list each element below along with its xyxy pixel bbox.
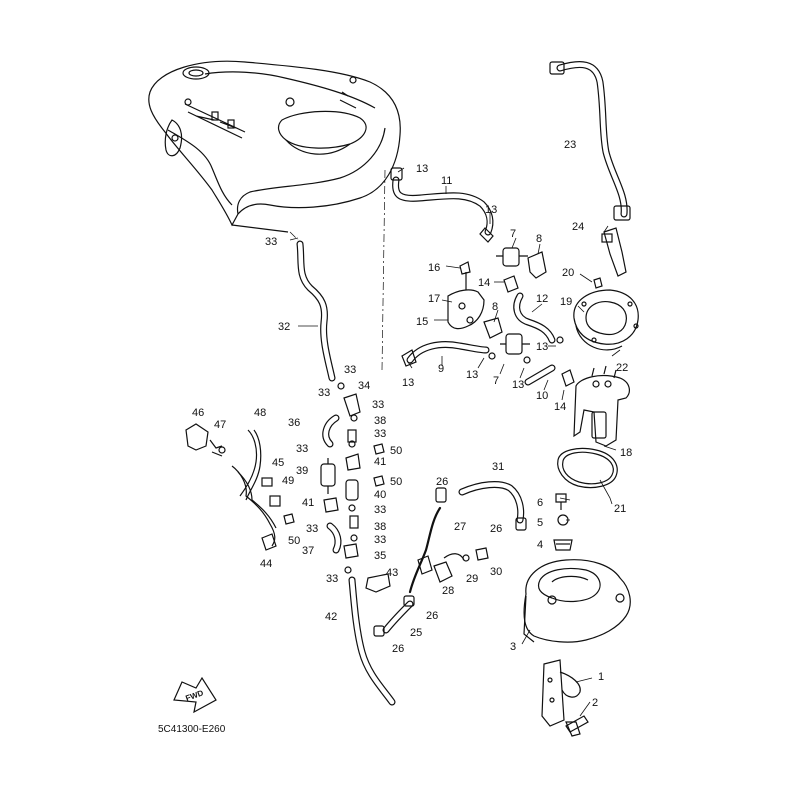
label-38: 38: [374, 521, 386, 533]
bracket-cluster: [185, 423, 295, 551]
label-33: 33: [318, 387, 330, 399]
label-21: 21: [614, 503, 626, 515]
label-48: 48: [254, 407, 266, 419]
label-50: 50: [288, 535, 300, 547]
hose-9: [401, 341, 490, 367]
label-9: 9: [438, 363, 444, 375]
label-33: 33: [296, 443, 308, 455]
label-16: 16: [428, 262, 440, 274]
hose-31: [458, 481, 525, 524]
label-14: 14: [554, 401, 566, 413]
hose-12: [513, 292, 556, 344]
label-28: 28: [442, 585, 454, 597]
label-20: 20: [562, 267, 574, 279]
label-3: 3: [510, 641, 516, 653]
label-41: 41: [302, 497, 314, 509]
pipe-27: [408, 506, 442, 594]
label-22: 22: [616, 362, 628, 374]
label-38: 38: [374, 415, 386, 427]
label-49: 49: [282, 475, 294, 487]
hose-25: [382, 600, 414, 634]
label-13: 13: [466, 369, 478, 381]
label-13: 13: [416, 163, 428, 175]
label-33: 33: [344, 364, 356, 376]
label-33: 33: [374, 534, 386, 546]
label-33: 33: [265, 236, 277, 248]
vent-hose-32: [296, 240, 336, 382]
label-37: 37: [302, 545, 314, 557]
filter-housing: [523, 493, 631, 737]
label-26: 26: [426, 610, 438, 622]
label-18: 18: [620, 447, 632, 459]
label-26: 26: [436, 476, 448, 488]
fuel-pipe-23: [549, 61, 631, 221]
label-33: 33: [374, 428, 386, 440]
label-44: 44: [260, 558, 272, 570]
label-13: 13: [402, 377, 414, 389]
label-17: 17: [428, 293, 440, 305]
label-7: 7: [493, 375, 499, 387]
label-14: 14: [478, 277, 490, 289]
label-8: 8: [492, 301, 498, 313]
drain-hose-42: [348, 576, 396, 706]
forward-arrow-icon: FWD: [173, 676, 217, 714]
label-45: 45: [272, 457, 284, 469]
label-26: 26: [490, 523, 502, 535]
label-19: 19: [560, 296, 572, 308]
label-23: 23: [564, 139, 576, 151]
label-39: 39: [296, 465, 308, 477]
diagram-code: 5C41300-E260: [158, 724, 226, 735]
label-1: 1: [598, 671, 604, 683]
label-4: 4: [537, 539, 543, 551]
label-13: 13: [485, 204, 497, 216]
hose-11: [390, 167, 494, 243]
label-25: 25: [410, 627, 422, 639]
label-7: 7: [510, 228, 516, 240]
label-27: 27: [454, 521, 466, 533]
label-6: 6: [537, 497, 543, 509]
label-42: 42: [325, 611, 337, 623]
label-33: 33: [374, 504, 386, 516]
label-11: 11: [441, 175, 452, 187]
fuel-pump-assembly: [557, 227, 639, 489]
label-34: 34: [358, 380, 370, 392]
reference-line: [381, 169, 386, 371]
label-33: 33: [372, 399, 384, 411]
valve-cluster: [447, 247, 575, 387]
label-13: 13: [512, 379, 524, 391]
label-5: 5: [537, 517, 543, 529]
label-26: 26: [392, 643, 404, 655]
label-31: 31: [492, 461, 504, 473]
label-24: 24: [572, 221, 584, 233]
label-2: 2: [592, 697, 598, 709]
leader-lines: [289, 167, 621, 717]
label-13: 13: [536, 341, 548, 353]
fittings-column: [320, 382, 391, 593]
label-46: 46: [192, 407, 204, 419]
label-30: 30: [490, 566, 502, 578]
label-35: 35: [374, 550, 386, 562]
label-50: 50: [390, 445, 402, 457]
label-50: 50: [390, 476, 402, 488]
label-36: 36: [288, 417, 300, 429]
misc-fittings: [373, 487, 527, 637]
label-32: 32: [278, 321, 290, 333]
label-8: 8: [536, 233, 542, 245]
label-10: 10: [536, 390, 548, 402]
part-labels: 13 11 13 7 8 16 14 17 8 12 15 19 20 23 2…: [192, 139, 632, 709]
label-29: 29: [466, 573, 478, 585]
label-12: 12: [536, 293, 548, 305]
label-33: 33: [306, 523, 318, 535]
label-41: 41: [374, 456, 386, 468]
label-47: 47: [214, 419, 226, 431]
label-33: 33: [326, 573, 338, 585]
label-40: 40: [374, 489, 386, 501]
label-43: 43: [386, 567, 398, 579]
label-15: 15: [416, 316, 428, 328]
svg-text:FWD: FWD: [184, 688, 204, 703]
fuel-tank: [148, 60, 401, 233]
hose-10: [524, 364, 556, 386]
